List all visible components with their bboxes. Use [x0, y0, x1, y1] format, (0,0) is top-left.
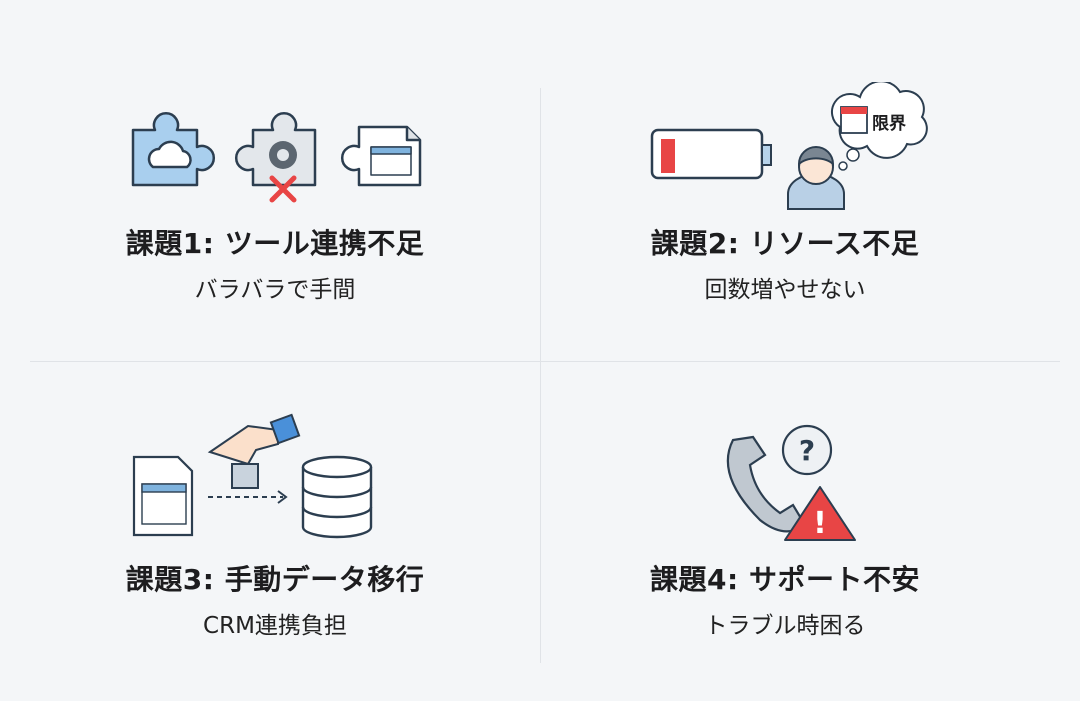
issue-title: 課題2: リソース不足 — [650, 227, 920, 260]
issue-title: 課題3: 手動データ移行 — [125, 563, 425, 596]
svg-text:?: ? — [799, 434, 815, 467]
calendar-icon — [840, 106, 868, 134]
svg-text:!: ! — [813, 506, 827, 541]
thought-bubble — [831, 82, 928, 159]
puzzle-pieces-icon — [131, 112, 422, 203]
issue-subtitle: バラバラで手間 — [194, 277, 356, 303]
warning-icon — [784, 486, 856, 541]
issue-subtitle: CRM連携負担 — [203, 613, 347, 639]
horizontal-divider — [30, 361, 1060, 362]
issue-card-2: 課題2: リソース不足 回数増やせない — [525, 222, 1045, 304]
arrow-icon — [277, 490, 288, 504]
issue-card-3: 課題3: 手動データ移行 CRM連携負担 — [15, 558, 535, 640]
issue-title: 課題4: サポート不安 — [650, 563, 920, 596]
tired-person-icon — [787, 146, 845, 210]
issue-subtitle: トラブル時困る — [704, 613, 866, 639]
issue-subtitle: 回数増やせない — [704, 277, 866, 303]
low-battery-icon — [650, 128, 772, 180]
manual-migration-illustration — [132, 413, 373, 539]
cloud-icon — [147, 140, 192, 169]
support-anxiety-illustration: ? ! — [726, 424, 856, 541]
resource-shortage-illustration — [650, 82, 928, 210]
issue-card-1: 課題1: ツール連携不足 バラバラで手間 — [15, 222, 535, 304]
vertical-divider — [540, 88, 541, 663]
spreadsheet-icon — [132, 455, 194, 537]
bubble-text: 限界 — [872, 114, 906, 134]
hand-icon — [207, 413, 301, 489]
question-bubble-icon — [781, 424, 833, 476]
database-icon — [301, 455, 373, 539]
x-mark-icon — [269, 175, 297, 203]
issue-card-4: 課題4: サポート不安 トラブル時困る — [525, 558, 1045, 640]
issue-title: 課題1: ツール連携不足 — [125, 227, 425, 260]
